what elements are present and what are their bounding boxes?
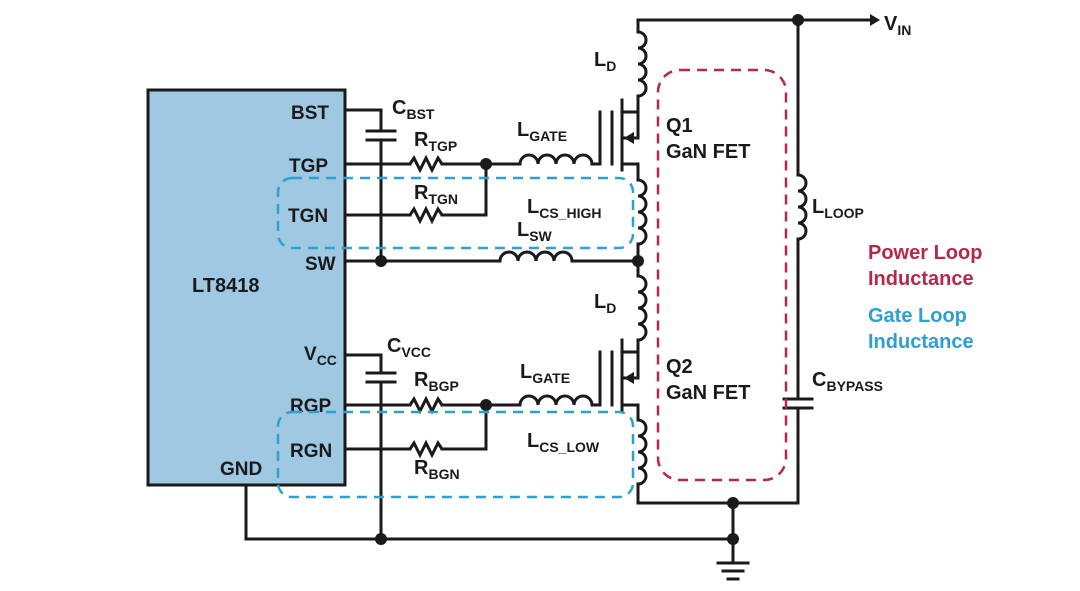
q1-label: Q1 <box>666 115 693 137</box>
ic-name: LT8418 <box>192 275 259 297</box>
r-bgp-label: RBGP <box>414 369 459 394</box>
legend-power-line2: Inductance <box>868 268 974 290</box>
wire-bst <box>343 108 383 132</box>
c-bst-label: CBST <box>392 97 435 122</box>
pin-tgn: TGN <box>288 206 328 227</box>
r-bgp-symbol <box>408 395 444 415</box>
r-tgp-label: RTGP <box>414 129 457 154</box>
l-d-top-label: LD <box>594 49 616 74</box>
q2-arrow <box>624 372 634 384</box>
l-sw-symbol <box>498 250 574 262</box>
l-d-bot-label: LD <box>594 291 616 316</box>
wire-vcc <box>343 353 383 374</box>
q2-label: Q2 <box>666 356 693 378</box>
l-gate-top-symbol <box>518 153 594 165</box>
node-gnd <box>375 533 387 545</box>
r-tgn-label: RTGN <box>414 182 458 207</box>
pin-gnd: GND <box>220 459 262 480</box>
r-tgn-symbol <box>408 205 444 225</box>
l-gate-bot-label: LGATE <box>520 361 570 386</box>
pin-rgp: RGP <box>290 396 332 417</box>
power-loop-outline <box>656 68 788 482</box>
q1-type-label: GaN FET <box>666 141 750 163</box>
pin-rgn: RGN <box>290 441 332 462</box>
wire-gate-q1 <box>590 110 602 166</box>
r-tgp-symbol <box>408 154 444 174</box>
node-gnd-right <box>727 533 739 545</box>
l-cs-low-label: LCS_LOW <box>527 430 600 455</box>
l-d-bot-symbol <box>637 274 648 342</box>
c-vcc-label: CVCC <box>387 335 431 360</box>
l-cs-high-symbol <box>637 178 648 246</box>
ic-block <box>146 88 347 487</box>
vin-label: VIN <box>884 13 911 38</box>
l-gate-top-label: LGATE <box>517 119 567 144</box>
wire-gnd <box>244 483 735 541</box>
l-cs-high-label: LCS_HIGH <box>527 196 601 221</box>
l-sw-label: LSW <box>517 219 553 244</box>
legend-gate-line2: Inductance <box>868 331 974 353</box>
node-sw-left <box>375 255 387 267</box>
wire-gate-q2 <box>590 350 602 407</box>
legend-power-line1: Power Loop <box>868 242 982 264</box>
wire-tgn-2 <box>440 162 488 217</box>
pin-tgp: TGP <box>289 156 328 177</box>
q1-arrow <box>624 132 634 144</box>
c-bypass-label: CBYPASS <box>812 369 883 394</box>
vin-arrow <box>870 14 880 26</box>
r-bgn-label: RBGN <box>414 457 460 482</box>
r-bgn-symbol <box>408 439 444 459</box>
l-cs-low-symbol <box>637 418 648 486</box>
gate-loop-low-outline <box>276 410 635 499</box>
l-d-top-symbol <box>637 30 648 98</box>
gate-loop-high-outline <box>276 176 635 250</box>
l-loop-symbol <box>797 173 808 241</box>
legend-gate-line1: Gate Loop <box>868 305 967 327</box>
pin-vcc: VCC <box>304 344 337 368</box>
wire-rgn-2 <box>440 403 488 451</box>
l-loop-label: LLOOP <box>812 196 864 221</box>
l-gate-bot-symbol <box>518 394 594 406</box>
q2-type-label: GaN FET <box>666 382 750 404</box>
wire-bottom-rail <box>636 482 800 505</box>
pin-sw: SW <box>305 254 336 275</box>
pin-bst: BST <box>291 103 329 124</box>
